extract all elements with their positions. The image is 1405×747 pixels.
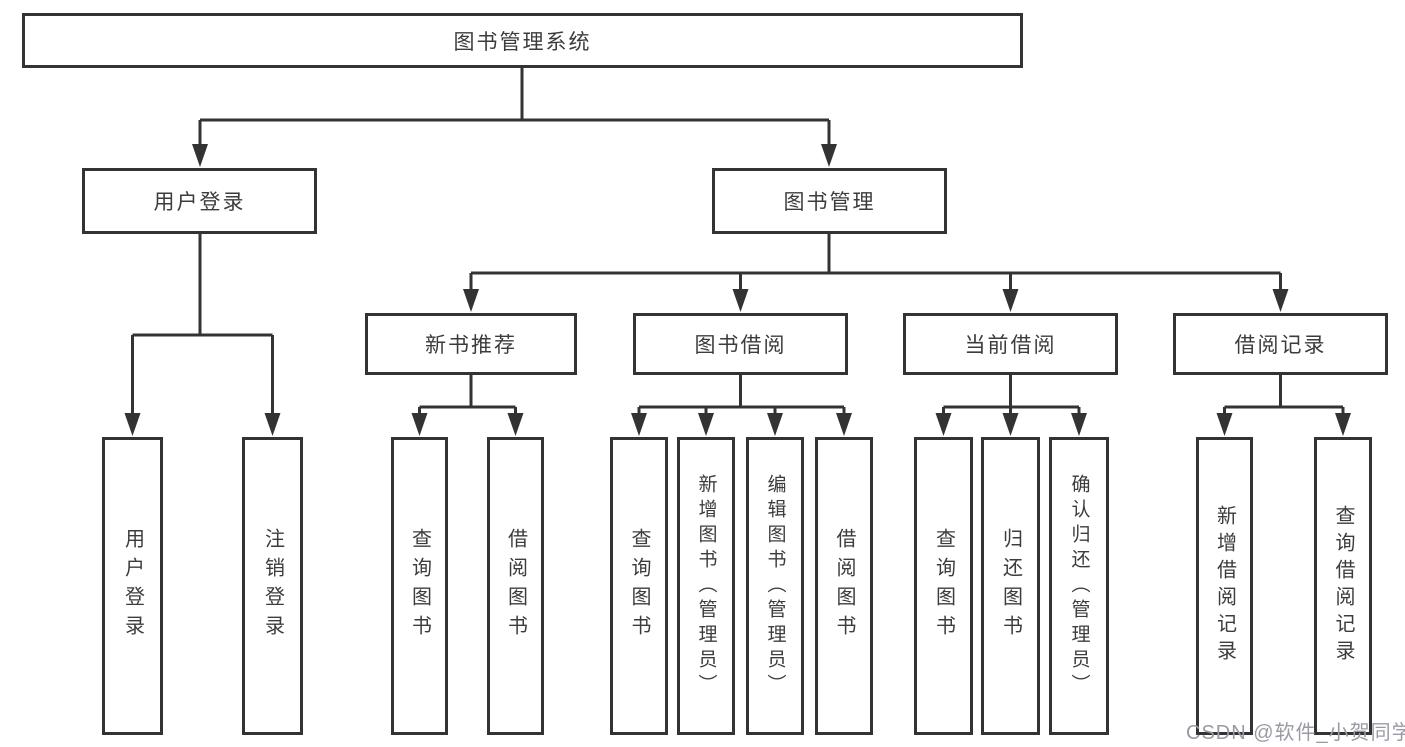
leaf-borrow-books-2: 借阅图书 — [815, 437, 873, 735]
node-current-borrowing: 当前借阅 — [903, 313, 1118, 375]
node-book-management: 图书管理 — [712, 168, 947, 234]
leaf-edit-books-admin: 编辑图书（管理员） — [746, 437, 804, 735]
leaf-query-books-2: 查询图书 — [610, 437, 668, 735]
arrowhead-icon — [124, 144, 1351, 436]
leaf-query-books-2-label: 查询图书 — [628, 528, 650, 644]
node-current-borrowing-label: 当前借阅 — [964, 334, 1057, 357]
watermark: CSDN @软件_小贺同学 — [1186, 716, 1405, 745]
node-root-label: 图书管理系统 — [453, 30, 592, 54]
node-book-management-label: 图书管理 — [783, 191, 876, 214]
leaf-query-books-3-label: 查询图书 — [932, 528, 955, 644]
leaf-borrow-books-1: 借阅图书 — [487, 437, 544, 735]
leaf-borrow-books-1-label: 借阅图书 — [504, 528, 527, 644]
leaf-query-books-3: 查询图书 — [914, 437, 973, 735]
leaf-logout: 注销登录 — [242, 437, 303, 735]
node-user-login-label: 用户登录 — [153, 191, 246, 214]
leaf-add-borrow-record: 新增借阅记录 — [1196, 437, 1253, 735]
leaf-borrow-books-2-label: 借阅图书 — [833, 528, 855, 644]
leaf-return-books: 归还图书 — [981, 437, 1040, 735]
node-root: 图书管理系统 — [22, 13, 1023, 68]
node-new-book-recommend: 新书推荐 — [365, 313, 577, 375]
node-new-book-recommend-label: 新书推荐 — [425, 334, 517, 357]
leaf-query-borrow-record-label: 查询借阅记录 — [1332, 505, 1354, 667]
leaf-add-borrow-record-label: 新增借阅记录 — [1213, 505, 1236, 667]
node-user-login: 用户登录 — [82, 168, 317, 234]
node-borrowing-records: 借阅记录 — [1173, 313, 1388, 375]
leaf-return-books-label: 归还图书 — [999, 528, 1022, 644]
leaf-confirm-return-admin: 确认归还（管理员） — [1049, 437, 1109, 735]
leaf-query-borrow-record: 查询借阅记录 — [1314, 437, 1372, 735]
leaf-add-books-admin: 新增图书（管理员） — [677, 437, 735, 735]
leaf-user-login: 用户登录 — [102, 437, 163, 735]
leaf-confirm-return-admin-label: 确认归还（管理员） — [1068, 473, 1090, 699]
leaf-logout-label: 注销登录 — [261, 528, 284, 644]
leaf-edit-books-admin-label: 编辑图书（管理员） — [764, 473, 786, 699]
leaf-user-login-label: 用户登录 — [121, 528, 144, 644]
leaf-add-books-admin-label: 新增图书（管理员） — [695, 473, 717, 699]
node-book-borrowing-label: 图书借阅 — [694, 334, 787, 357]
node-book-borrowing: 图书借阅 — [633, 313, 848, 375]
leaf-query-books-1: 查询图书 — [391, 437, 448, 735]
watermark-text: CSDN @软件_小贺同学 — [1186, 722, 1405, 744]
leaf-query-books-1-label: 查询图书 — [408, 528, 431, 644]
node-borrowing-records-label: 借阅记录 — [1234, 334, 1327, 357]
